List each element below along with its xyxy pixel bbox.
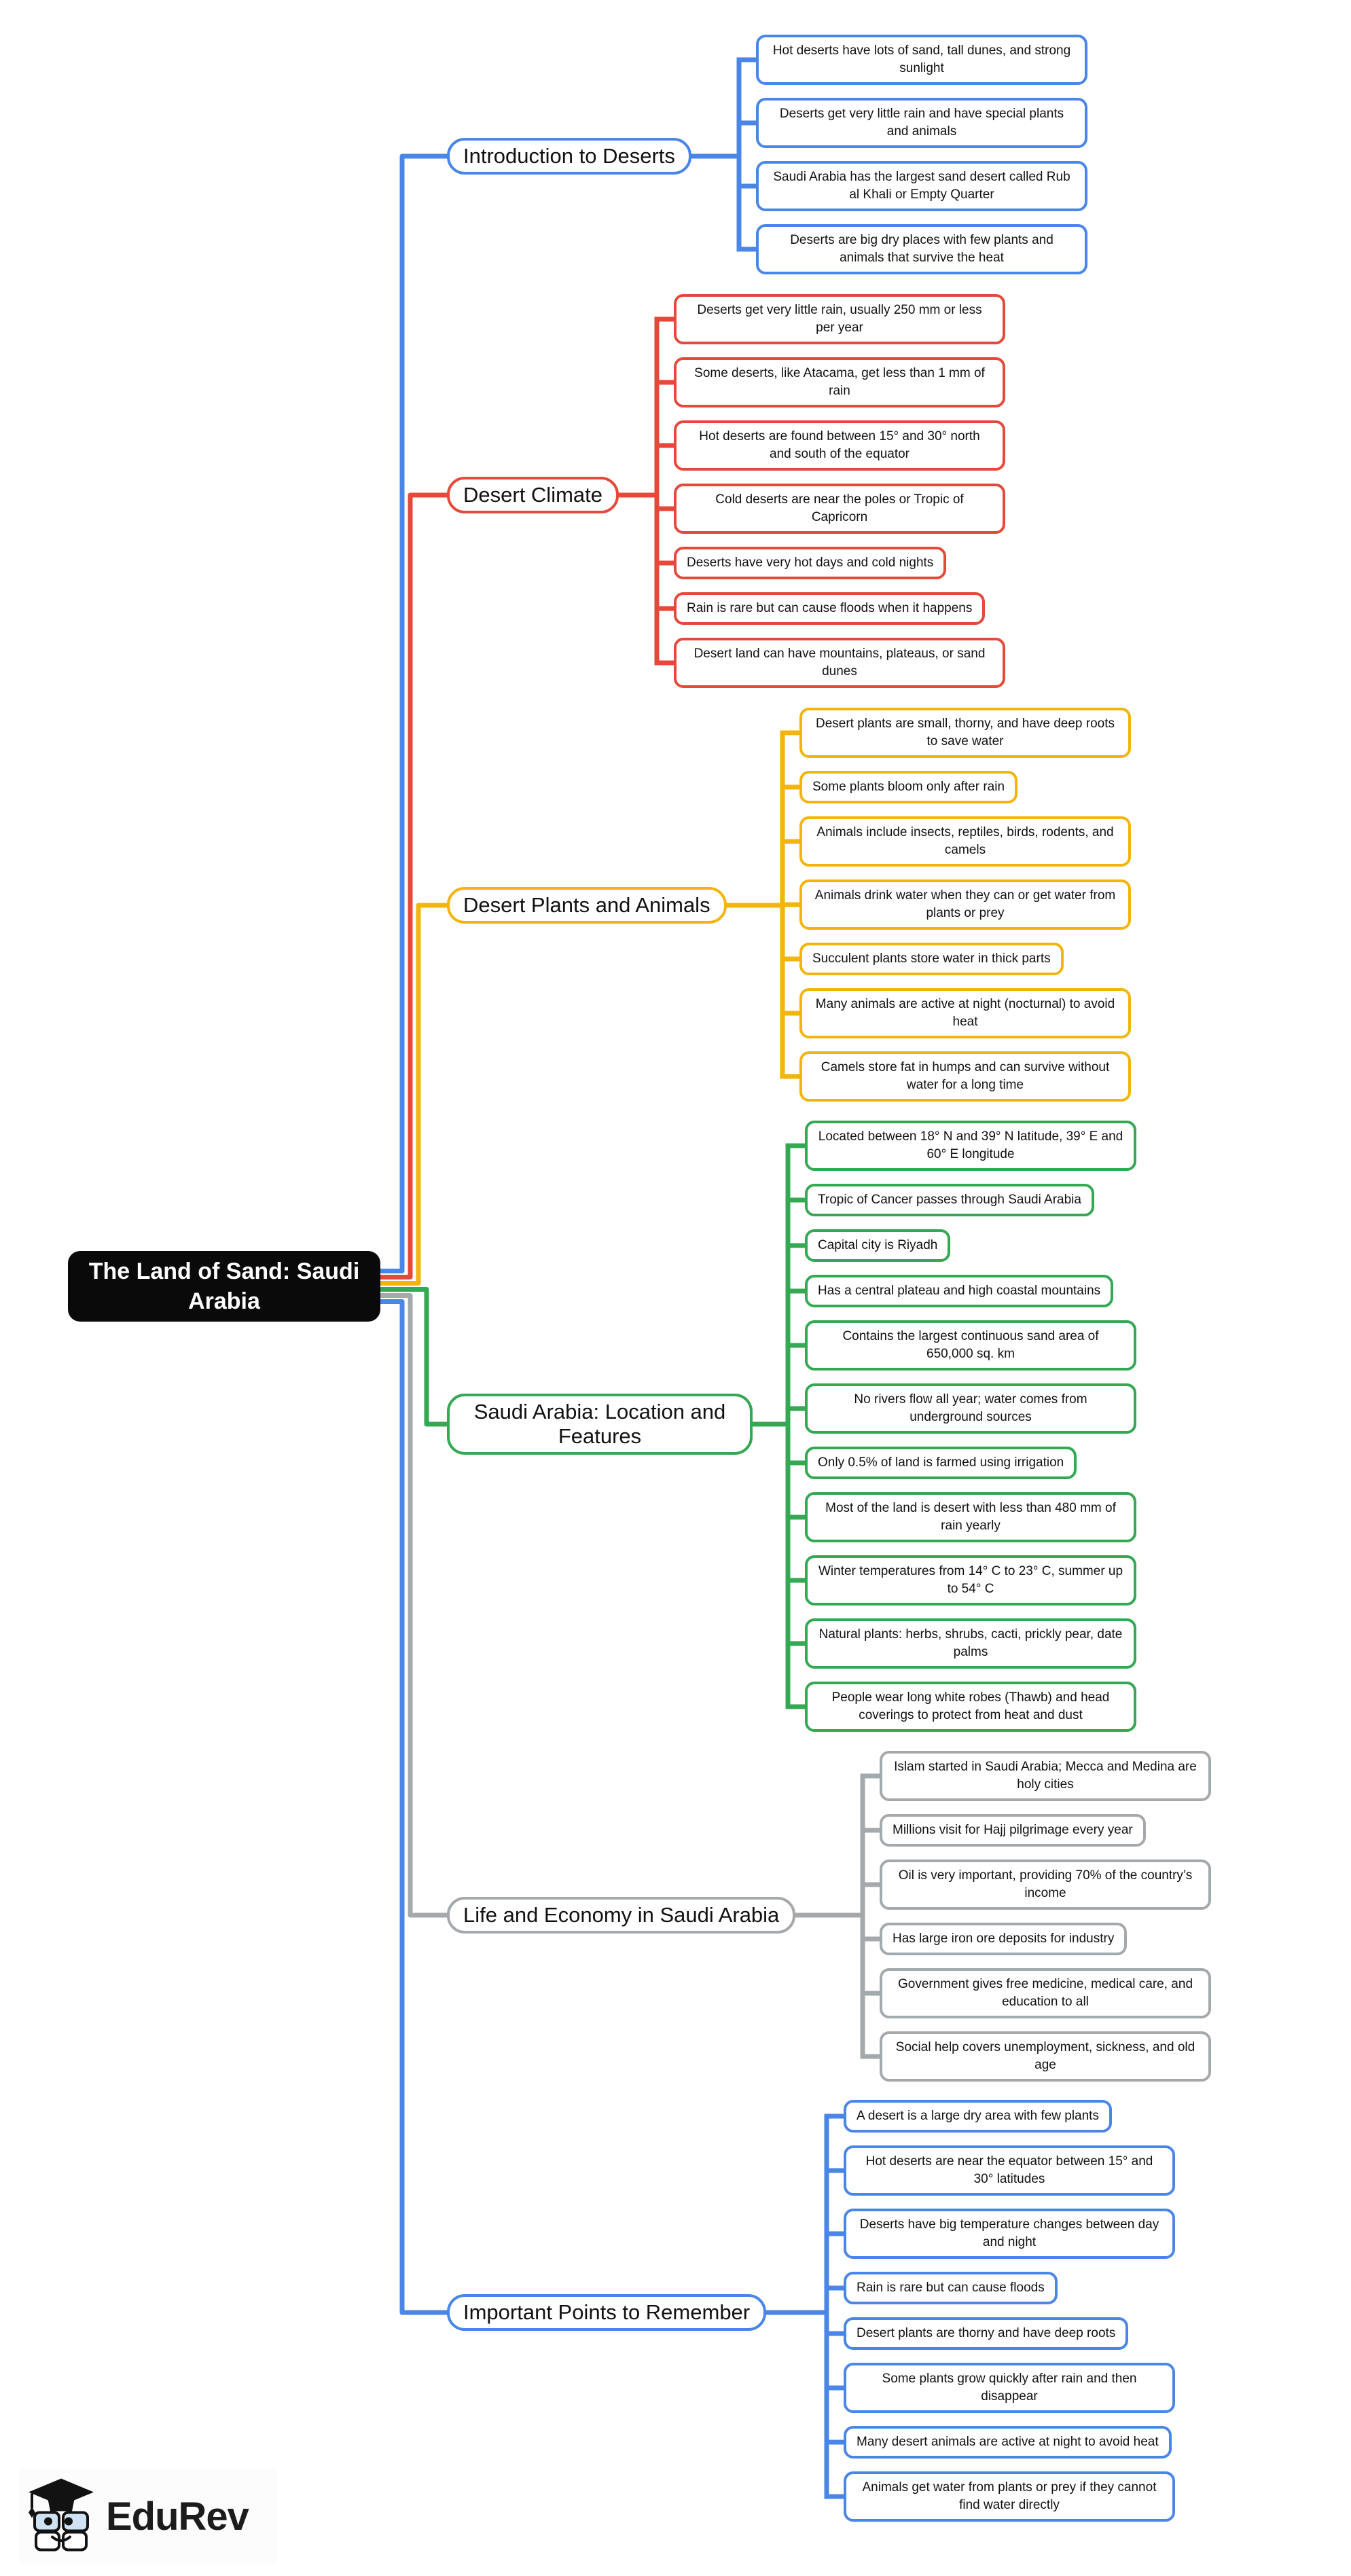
leaf-node: Succulent plants store water in thick pa…	[799, 943, 1064, 975]
leaf-node: Social help covers unemployment, sicknes…	[880, 2031, 1211, 2082]
leaf-node: Tropic of Cancer passes through Saudi Ar…	[805, 1184, 1094, 1216]
branch-connector	[375, 730, 804, 1286]
branch-node-important-points: Important Points to Remember	[447, 2294, 767, 2331]
leaf-node: Located between 18° N and 39° N latitude…	[805, 1121, 1136, 1171]
leaf-node: Desert land can have mountains, plateaus…	[674, 638, 1005, 688]
leaf-node: Government gives free medicine, medical …	[880, 1968, 1211, 2018]
leaf-stack-life-economy: Islam started in Saudi Arabia; Mecca and…	[880, 1751, 1211, 2082]
leaf-node: Oil is very important, providing 70% of …	[880, 1860, 1211, 1910]
edurev-logo-text: EduRev	[106, 2494, 249, 2539]
branch-node-saudi-arabia-location-features: Saudi Arabia: Location and Features	[447, 1394, 753, 1455]
leaf-node: Rain is rare but can cause floods	[844, 2272, 1058, 2304]
leaf-node: Animals get water from plants or prey if…	[844, 2471, 1175, 2522]
leaf-node: Hot deserts are found between 15° and 30…	[674, 420, 1005, 471]
leaf-node: No rivers flow all year; water comes fro…	[805, 1383, 1136, 1434]
leaf-node: Hot deserts are near the equator between…	[844, 2145, 1175, 2196]
leaf-node: Animals include insects, reptiles, birds…	[799, 816, 1131, 867]
leaf-node: Millions visit for Hajj pilgrimage every…	[880, 1814, 1146, 1847]
leaf-node: People wear long white robes (Thawb) and…	[805, 1682, 1136, 1732]
leaf-node: Deserts have big temperature changes bet…	[844, 2209, 1175, 2259]
leaf-node: Only 0.5% of land is farmed using irriga…	[805, 1447, 1077, 1479]
leaf-node: Deserts get very little rain, usually 25…	[674, 294, 1005, 344]
branch-connector	[375, 1299, 848, 2499]
leaf-node: Animals drink water when they can or get…	[799, 879, 1131, 930]
leaf-node: Some plants bloom only after rain	[799, 771, 1018, 803]
leaf-node: Capital city is Riyadh	[805, 1229, 951, 1262]
edurev-logo: EduRev	[19, 2469, 277, 2563]
leaf-node: Has large iron ore deposits for industry	[880, 1923, 1128, 1955]
leaf-stack-plants-animals: Desert plants are small, thorny, and hav…	[799, 708, 1131, 1102]
branch-node-introduction-to-deserts: Introduction to Deserts	[447, 138, 691, 175]
leaf-stack-important-points: A desert is a large dry area with few pl…	[844, 2100, 1175, 2522]
branch-node-desert-climate: Desert Climate	[447, 477, 619, 513]
leaf-node: Some deserts, like Atacama, get less tha…	[674, 357, 1005, 407]
branch-connector	[375, 316, 678, 1280]
leaf-stack-introduction: Hot deserts have lots of sand, tall dune…	[756, 35, 1087, 274]
branch-connector	[375, 1143, 809, 1709]
leaf-node: Hot deserts have lots of sand, tall dune…	[756, 35, 1087, 85]
leaf-node: Deserts get very little rain and have sp…	[756, 98, 1087, 148]
leaf-node: Many animals are active at night (noctur…	[799, 988, 1131, 1038]
leaf-node: Camels store fat in humps and can surviv…	[799, 1051, 1131, 1102]
leaf-node: Has a central plateau and high coastal m…	[805, 1275, 1114, 1307]
root-node: The Land of Sand: Saudi Arabia	[68, 1251, 380, 1322]
leaf-node: Desert plants are small, thorny, and hav…	[799, 708, 1131, 758]
leaf-node: Some plants grow quickly after rain and …	[844, 2363, 1175, 2413]
branch-node-desert-plants-and-animals: Desert Plants and Animals	[447, 887, 727, 924]
leaf-node: A desert is a large dry area with few pl…	[844, 2100, 1112, 2133]
leaf-node: Rain is rare but can cause floods when i…	[674, 592, 986, 625]
leaf-node: Cold deserts are near the poles or Tropi…	[674, 484, 1005, 534]
leaf-node: Winter temperatures from 14° C to 23° C,…	[805, 1555, 1136, 1606]
branch-connector	[375, 1293, 884, 2059]
leaf-node: Islam started in Saudi Arabia; Mecca and…	[880, 1751, 1211, 1801]
edurev-logo-icon	[29, 2478, 94, 2552]
leaf-stack-saudi-location: Located between 18° N and 39° N latitude…	[805, 1121, 1136, 1732]
leaf-node: Contains the largest continuous sand are…	[805, 1320, 1136, 1371]
branch-node-life-and-economy: Life and Economy in Saudi Arabia	[447, 1897, 796, 1934]
leaf-node: Most of the land is desert with less tha…	[805, 1492, 1136, 1542]
leaf-node: Deserts are big dry places with few plan…	[756, 224, 1087, 274]
leaf-node: Many desert animals are active at night …	[844, 2426, 1172, 2459]
leaf-node: Natural plants: herbs, shrubs, cacti, pr…	[805, 1618, 1136, 1669]
leaf-node: Saudi Arabia has the largest sand desert…	[756, 161, 1087, 211]
leaf-stack-climate: Deserts get very little rain, usually 25…	[674, 294, 1005, 688]
leaf-node: Deserts have very hot days and cold nigh…	[674, 547, 947, 579]
branch-connector	[375, 57, 760, 1273]
leaf-node: Desert plants are thorny and have deep r…	[844, 2317, 1129, 2350]
